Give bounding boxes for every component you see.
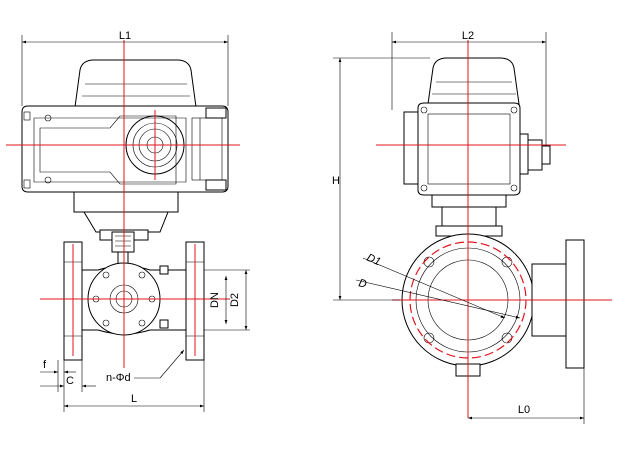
- label-bolts: n-Φd: [106, 372, 131, 384]
- label-D: D: [357, 277, 367, 290]
- front-view-centerlines: [6, 40, 240, 368]
- dimension-DN-D2: DN D2: [204, 269, 250, 331]
- actuator-housing: [21, 105, 229, 193]
- dimension-D1-D: D1 D: [355, 252, 521, 319]
- side-actuator-housing: [403, 102, 551, 196]
- side-actuator-cover: [427, 57, 520, 105]
- label-f: f: [43, 359, 47, 371]
- label-D1: D1: [365, 252, 383, 269]
- dimension-L2: L2: [391, 30, 547, 146]
- actuator-top-cover: [74, 59, 197, 108]
- label-D2: D2: [229, 293, 241, 307]
- dimension-L0: L0: [468, 368, 585, 424]
- label-L2: L2: [462, 30, 474, 42]
- valve-stem: [111, 231, 135, 269]
- dimension-f-C: f C: [40, 359, 96, 392]
- dimension-L1: L1: [21, 30, 229, 106]
- front-view: L1 DN D2 L f C: [6, 30, 250, 412]
- side-view: L2 H D1 D L0: [332, 30, 612, 424]
- label-C: C: [66, 375, 74, 387]
- side-neck: [431, 194, 507, 237]
- side-valve-body: [401, 233, 585, 377]
- valve-body: [63, 241, 205, 361]
- dimension-H: H: [332, 57, 430, 301]
- label-L1: L1: [119, 30, 131, 42]
- label-DN: DN: [209, 292, 221, 308]
- label-H: H: [332, 175, 340, 187]
- bolt-hole-leader: n-Φd: [106, 349, 185, 384]
- side-view-centerlines: [376, 40, 612, 418]
- label-L: L: [131, 393, 137, 405]
- label-L0: L0: [518, 404, 530, 416]
